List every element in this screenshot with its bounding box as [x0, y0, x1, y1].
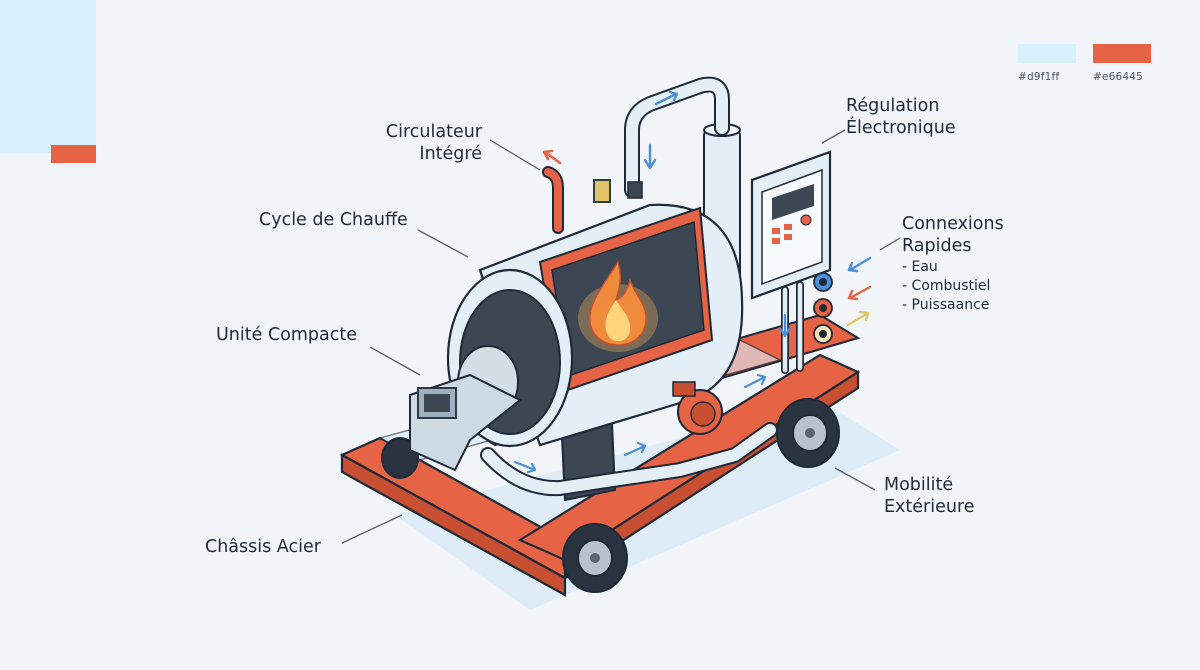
swatch-code-light: #d9f1ff	[1018, 71, 1060, 83]
label-circulateur: Circulateur Intégré	[362, 121, 482, 165]
leader-line-cycle	[417, 229, 469, 258]
connexions-item-eau: - Eau	[902, 259, 938, 275]
palette-swatch-light: #d9f1ff	[1018, 44, 1080, 83]
connector-power	[813, 324, 833, 344]
connexions-item-puissaance: - Puissaance	[902, 297, 990, 313]
swatch-code-accent: #e66445	[1093, 71, 1144, 83]
label-mobilite-line2: Extérieure	[884, 497, 975, 517]
label-unite: Unité Compacte	[216, 325, 358, 345]
label-circulateur-line2: Intégré	[419, 144, 482, 164]
label-connexions-line1: Connexions	[902, 214, 1004, 234]
label-regulation-line1: Régulation	[846, 96, 940, 116]
corner-accent-block	[51, 145, 96, 163]
label-cycle: Cycle de Chauffe	[259, 210, 408, 230]
chassis-left-side	[340, 453, 567, 597]
burner-unit	[409, 345, 522, 472]
wheel-front-left	[562, 523, 628, 593]
leader-line-circulateur	[489, 139, 541, 171]
leader-line-mobilite	[834, 467, 876, 491]
corner-light-block	[0, 0, 96, 153]
connector-fuel	[813, 298, 833, 318]
control-panel	[750, 150, 832, 300]
leader-line-unite	[369, 346, 421, 376]
pressure-valve	[593, 179, 611, 203]
wheel-front-right	[776, 398, 840, 468]
label-chassis: Châssis Acier	[205, 537, 321, 557]
leader-line-connexions	[879, 237, 901, 251]
connector-water	[813, 272, 833, 292]
label-connexions: Connexions Rapides	[902, 213, 1004, 257]
label-mobilite-line1: Mobilité	[884, 475, 954, 495]
swatch-color-accent	[1093, 44, 1151, 63]
label-circulateur-line1: Circulateur	[385, 122, 482, 142]
label-mobilite: Mobilité Extérieure	[884, 474, 975, 518]
flame-icon	[578, 260, 658, 352]
label-connexions-line2: Rapides	[902, 236, 972, 256]
connexions-item-combustiel: - Combustiel	[902, 278, 991, 294]
connexions-list: - Eau - Combustiel - Puissaance	[902, 258, 990, 315]
label-regulation-line2: Électronique	[846, 118, 956, 138]
leader-line-chassis	[341, 514, 403, 544]
leader-line-regulation	[821, 129, 846, 144]
label-regulation: Régulation Électronique	[846, 95, 956, 139]
swatch-color-light	[1018, 44, 1076, 63]
flow-arrow-icon	[513, 90, 872, 474]
palette-swatch-accent: #e66445	[1093, 44, 1155, 83]
pump-valve	[672, 381, 723, 435]
